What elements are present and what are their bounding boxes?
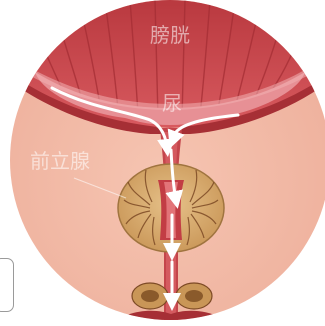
- side-frame: [0, 258, 14, 312]
- bladder-label: 膀胱: [150, 23, 190, 47]
- prostate-label: 前立腺: [30, 149, 90, 173]
- urine-label: 尿: [162, 91, 182, 115]
